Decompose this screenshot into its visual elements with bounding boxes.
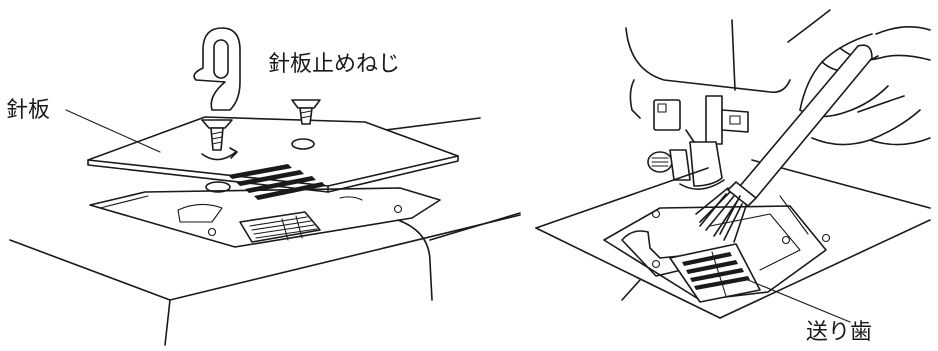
hand	[787, 9, 931, 146]
machine-head	[625, 19, 791, 119]
presser-foot	[647, 95, 749, 190]
needle-plate-screw-left	[201, 119, 238, 161]
feed-dog-left	[239, 211, 321, 243]
needle-plate-label: 針板	[6, 98, 51, 123]
right-illustration	[535, 9, 931, 323]
screw-key-icon	[193, 27, 241, 111]
needle-plate	[87, 116, 459, 200]
machine-bed	[9, 117, 521, 346]
needle-plate-screw-right	[291, 99, 321, 125]
feed-dog-leader	[747, 279, 851, 323]
plate-recess	[89, 187, 441, 248]
needle-plate-screw-label: 針板止めねじ	[268, 52, 401, 77]
brush-icon	[695, 44, 873, 243]
feed-dog-right	[669, 243, 761, 303]
left-illustration	[9, 27, 521, 346]
feed-dog-label: 送り歯	[806, 320, 873, 345]
needle-plate-leader	[65, 109, 161, 153]
